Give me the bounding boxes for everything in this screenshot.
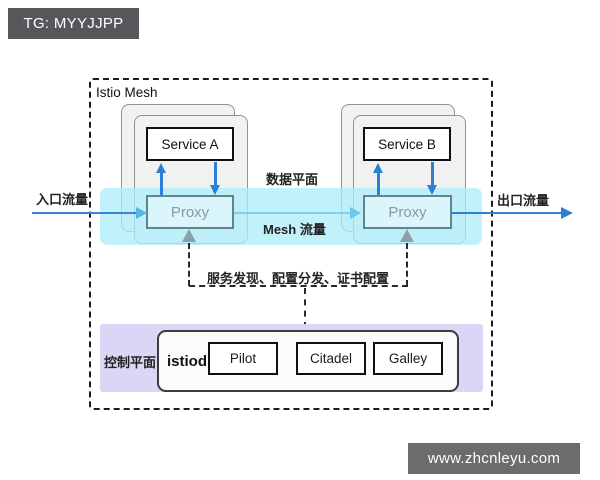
mesh-traffic-label: Mesh 流量 [263,222,326,237]
connector-right-vertical [406,243,408,286]
egress-label: 出口流量 [497,193,550,208]
citadel-node: Citadel [296,342,366,375]
service-a-down-arrow-icon [210,185,220,195]
mesh-traffic-line [234,211,350,214]
watermark-top-text: TG: MYYJJPP [23,15,124,32]
data-plane-label: 数据平面 [266,172,319,187]
service-b-down-arrow-icon [427,185,437,195]
service-a-down-arrow-shaft [214,162,217,186]
watermark-top-badge: TG: MYYJJPP [8,8,139,39]
service-a-up-arrow-icon [156,163,166,173]
proxy-left-node: Proxy [146,195,234,229]
citadel-label: Citadel [309,351,353,366]
service-a-label: Service A [161,136,219,152]
proxy-right-node: Proxy [363,195,452,229]
control-to-proxy-left-arrow-icon [182,229,196,242]
service-a-up-arrow-shaft [160,172,163,195]
ingress-label: 入口流量 [36,192,89,207]
istio-mesh-boundary [89,78,493,410]
proxy-left-label: Proxy [170,203,210,221]
watermark-bottom-text: www.zhcnleyu.com [427,450,561,467]
egress-traffic-line [452,211,562,214]
service-a-node: Service A [146,127,234,161]
watermark-bottom-badge: www.zhcnleyu.com [408,443,580,474]
control-plane-label: 控制平面 [104,355,157,370]
galley-label: Galley [388,351,428,366]
ingress-arrow-icon [136,206,147,219]
istio-mesh-title: Istio Mesh [96,85,158,100]
service-b-node: Service B [363,127,451,161]
mesh-traffic-band [100,188,482,245]
istiod-label: istiod [167,353,207,370]
service-b-up-arrow-shaft [377,172,380,195]
discovery-config-label: 服务发现、配置分发、证书配置 [206,271,389,286]
galley-node: Galley [373,342,443,375]
ingress-traffic-line [32,211,136,214]
service-b-down-arrow-shaft [431,162,434,186]
proxy-right-label: Proxy [388,203,427,221]
pilot-node: Pilot [208,342,278,375]
service-b-up-arrow-icon [373,163,383,173]
service-b-label: Service B [378,136,436,152]
control-to-proxy-right-arrow-icon [400,229,414,242]
connector-horizontal [189,285,408,287]
pilot-label: Pilot [229,351,257,366]
connector-left-vertical [188,243,190,286]
egress-arrow-icon [561,206,573,219]
mesh-arrow-icon [350,206,361,219]
connector-middle-vertical [304,288,306,328]
